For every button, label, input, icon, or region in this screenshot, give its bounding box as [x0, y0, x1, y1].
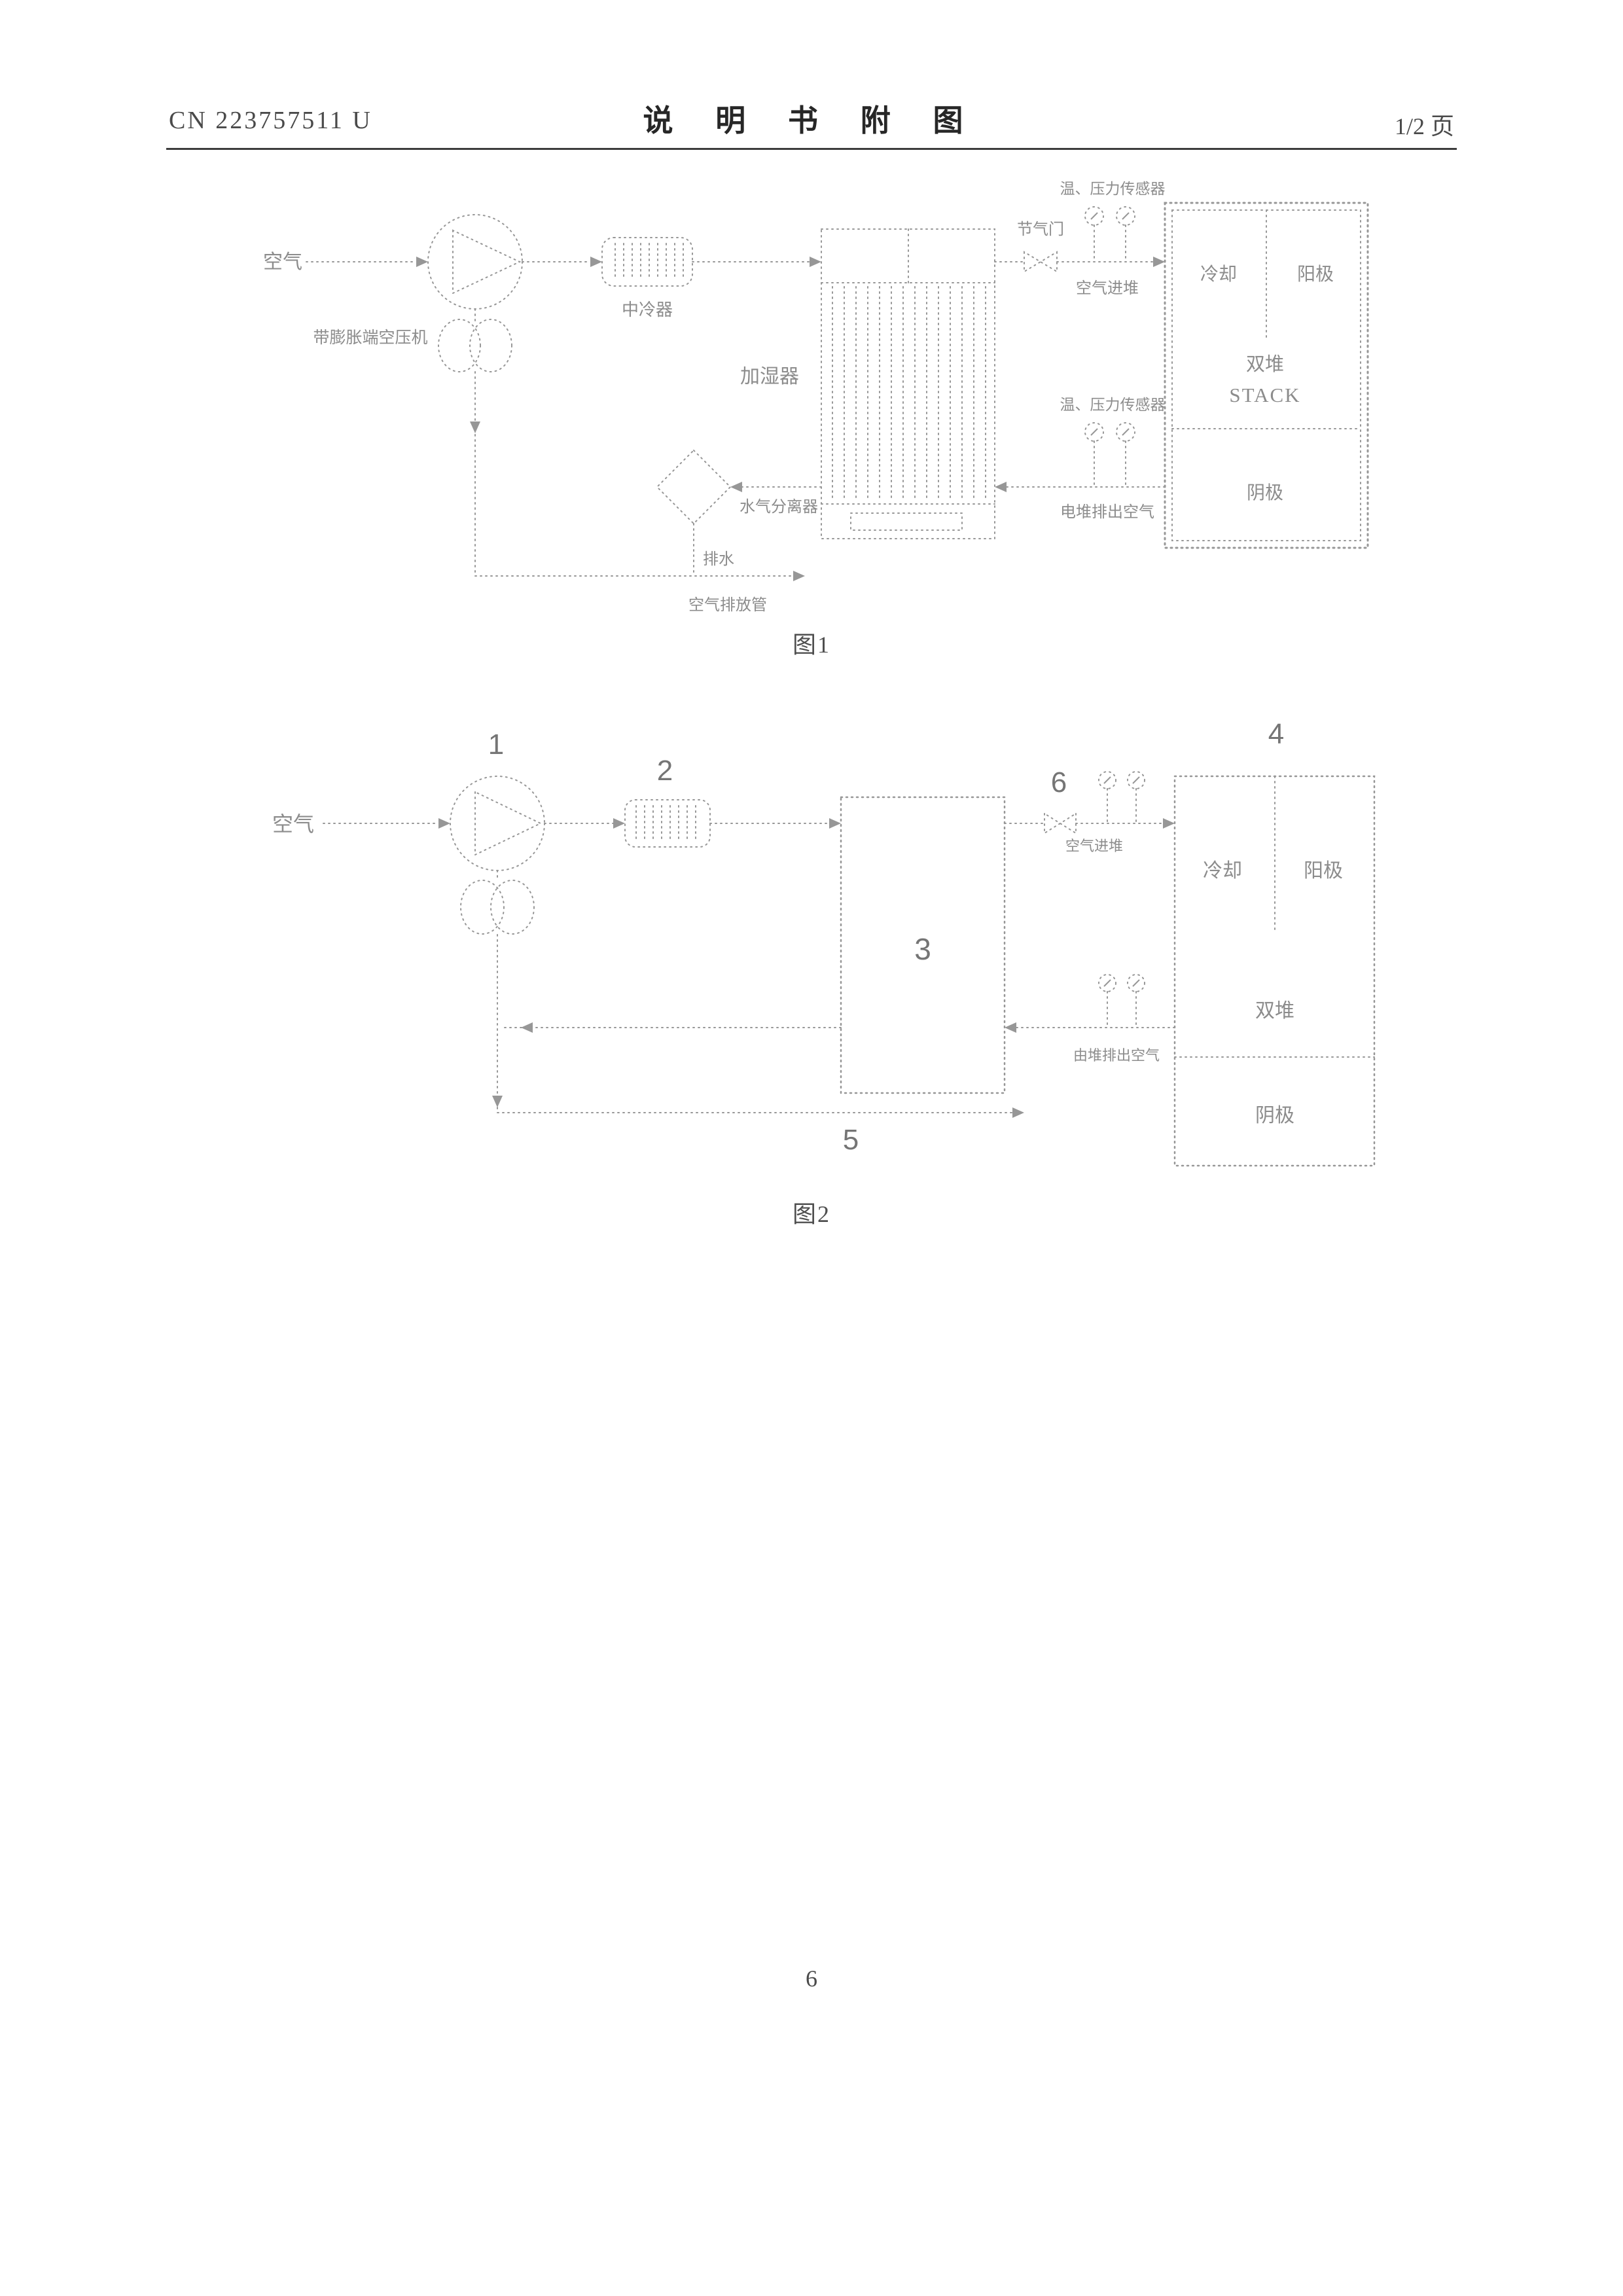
- fig2-stack-cathode-label: 阴极: [1255, 1105, 1294, 1126]
- fig1-stack-cathode-label: 阴极: [1247, 482, 1283, 503]
- patent-number: CN 223757511 U: [169, 107, 372, 134]
- figure1-caption: 图1: [792, 632, 830, 658]
- fig1-air-from-stack-label: 电堆排出空气: [1060, 503, 1154, 521]
- fig1-throttle-label: 节气门: [1017, 221, 1064, 238]
- fig2-stack-cooling-label: 冷却: [1203, 860, 1242, 882]
- fig1-intercooler-label: 中冷器: [622, 300, 673, 319]
- fig1-compressor-label: 带膨胀端空压机: [313, 329, 427, 347]
- fig1-humidifier-symbol: [821, 228, 995, 539]
- fig2-valve-symbol: [1044, 812, 1077, 834]
- fig1-flow-arrows: [416, 257, 1165, 581]
- fig2-stack-anode-label: 阳极: [1304, 860, 1343, 882]
- fig1-pipework: [306, 202, 1369, 577]
- fig2-ref-2: 2: [657, 755, 673, 787]
- fig1-stack-anode-label: 阳极: [1297, 264, 1334, 285]
- fig2-ref-1: 1: [488, 728, 504, 761]
- fig2-sensors-top: [1098, 771, 1145, 823]
- footer-page-number: 6: [806, 1965, 817, 1992]
- fig1-separator-label: 水气分离器: [740, 498, 818, 516]
- fig2-sensors-bottom: [1098, 974, 1145, 1027]
- fig1-stack-core-cn-label: 双堆: [1246, 353, 1284, 375]
- fig1-stack-symbol: [1164, 202, 1369, 549]
- fig2-pipework: [323, 771, 1376, 1167]
- fig2-humidifier-symbol: [840, 796, 1006, 1094]
- fig1-air-to-stack-label: 空气进堆: [1076, 279, 1139, 297]
- fig2-ref-6: 6: [1051, 766, 1067, 798]
- document-title: 说 明 书 附 图: [643, 103, 980, 137]
- fig1-stack-cooling-label: 冷却: [1200, 264, 1237, 285]
- fig2-ref-3: 3: [914, 932, 931, 966]
- fig1-humidifier-label: 加湿器: [740, 366, 799, 387]
- fig1-stack-core-en-label: STACK: [1229, 384, 1300, 406]
- fig1-throttle-valve-symbol: [1024, 251, 1058, 273]
- fig2-air-in-label: 空气: [272, 812, 314, 836]
- fig2-ref-5: 5: [843, 1124, 859, 1156]
- fig2-flow-arrows: [438, 818, 1175, 1118]
- fig1-sensors-bottom-label: 温、压力传感器: [1060, 397, 1166, 413]
- fig2-stack-core-label: 双堆: [1255, 1000, 1294, 1022]
- figure2-caption: 图2: [792, 1201, 830, 1227]
- fig2-gauge-needles: [1103, 776, 1140, 987]
- fig1-gauge-needles: [1090, 212, 1130, 436]
- fig1-exhaust-pipe-label: 空气排放管: [688, 596, 767, 614]
- figure2-diagram: 1 2 3 4 5 6 空气 空气进堆 冷却 阳极 双堆 阴极 由堆排出空气: [272, 718, 1376, 1167]
- fig1-compressor-symbol: [427, 214, 523, 372]
- fig1-sensors-top-label: 温、压力传感器: [1060, 181, 1166, 197]
- fig2-air-from-stack-label: 由堆排出空气: [1073, 1047, 1160, 1064]
- fig1-sensors-top: [1084, 206, 1135, 261]
- fig1-drain-label: 排水: [703, 550, 734, 568]
- fig2-ref-4: 4: [1268, 718, 1284, 750]
- fig2-stack-symbol: [1173, 775, 1376, 1167]
- fig1-intercooler-symbol: [601, 237, 693, 287]
- page-indicator: 1/2 页: [1394, 113, 1454, 139]
- header-rule: [166, 148, 1457, 150]
- fig1-water-separator-symbol: [656, 449, 732, 577]
- fig1-sensors-bottom: [1084, 422, 1135, 486]
- fig2-air-to-stack-label: 空气进堆: [1065, 838, 1123, 854]
- fig2-intercooler-symbol: [624, 799, 711, 848]
- fig2-compressor-symbol: [450, 776, 545, 935]
- fig1-air-in-label: 空气: [263, 251, 302, 273]
- figure1-diagram: 空气 带膨胀端空压机 中冷器 加湿器 节气门 温、压力传感器 空气进堆 冷却 阳…: [263, 181, 1369, 614]
